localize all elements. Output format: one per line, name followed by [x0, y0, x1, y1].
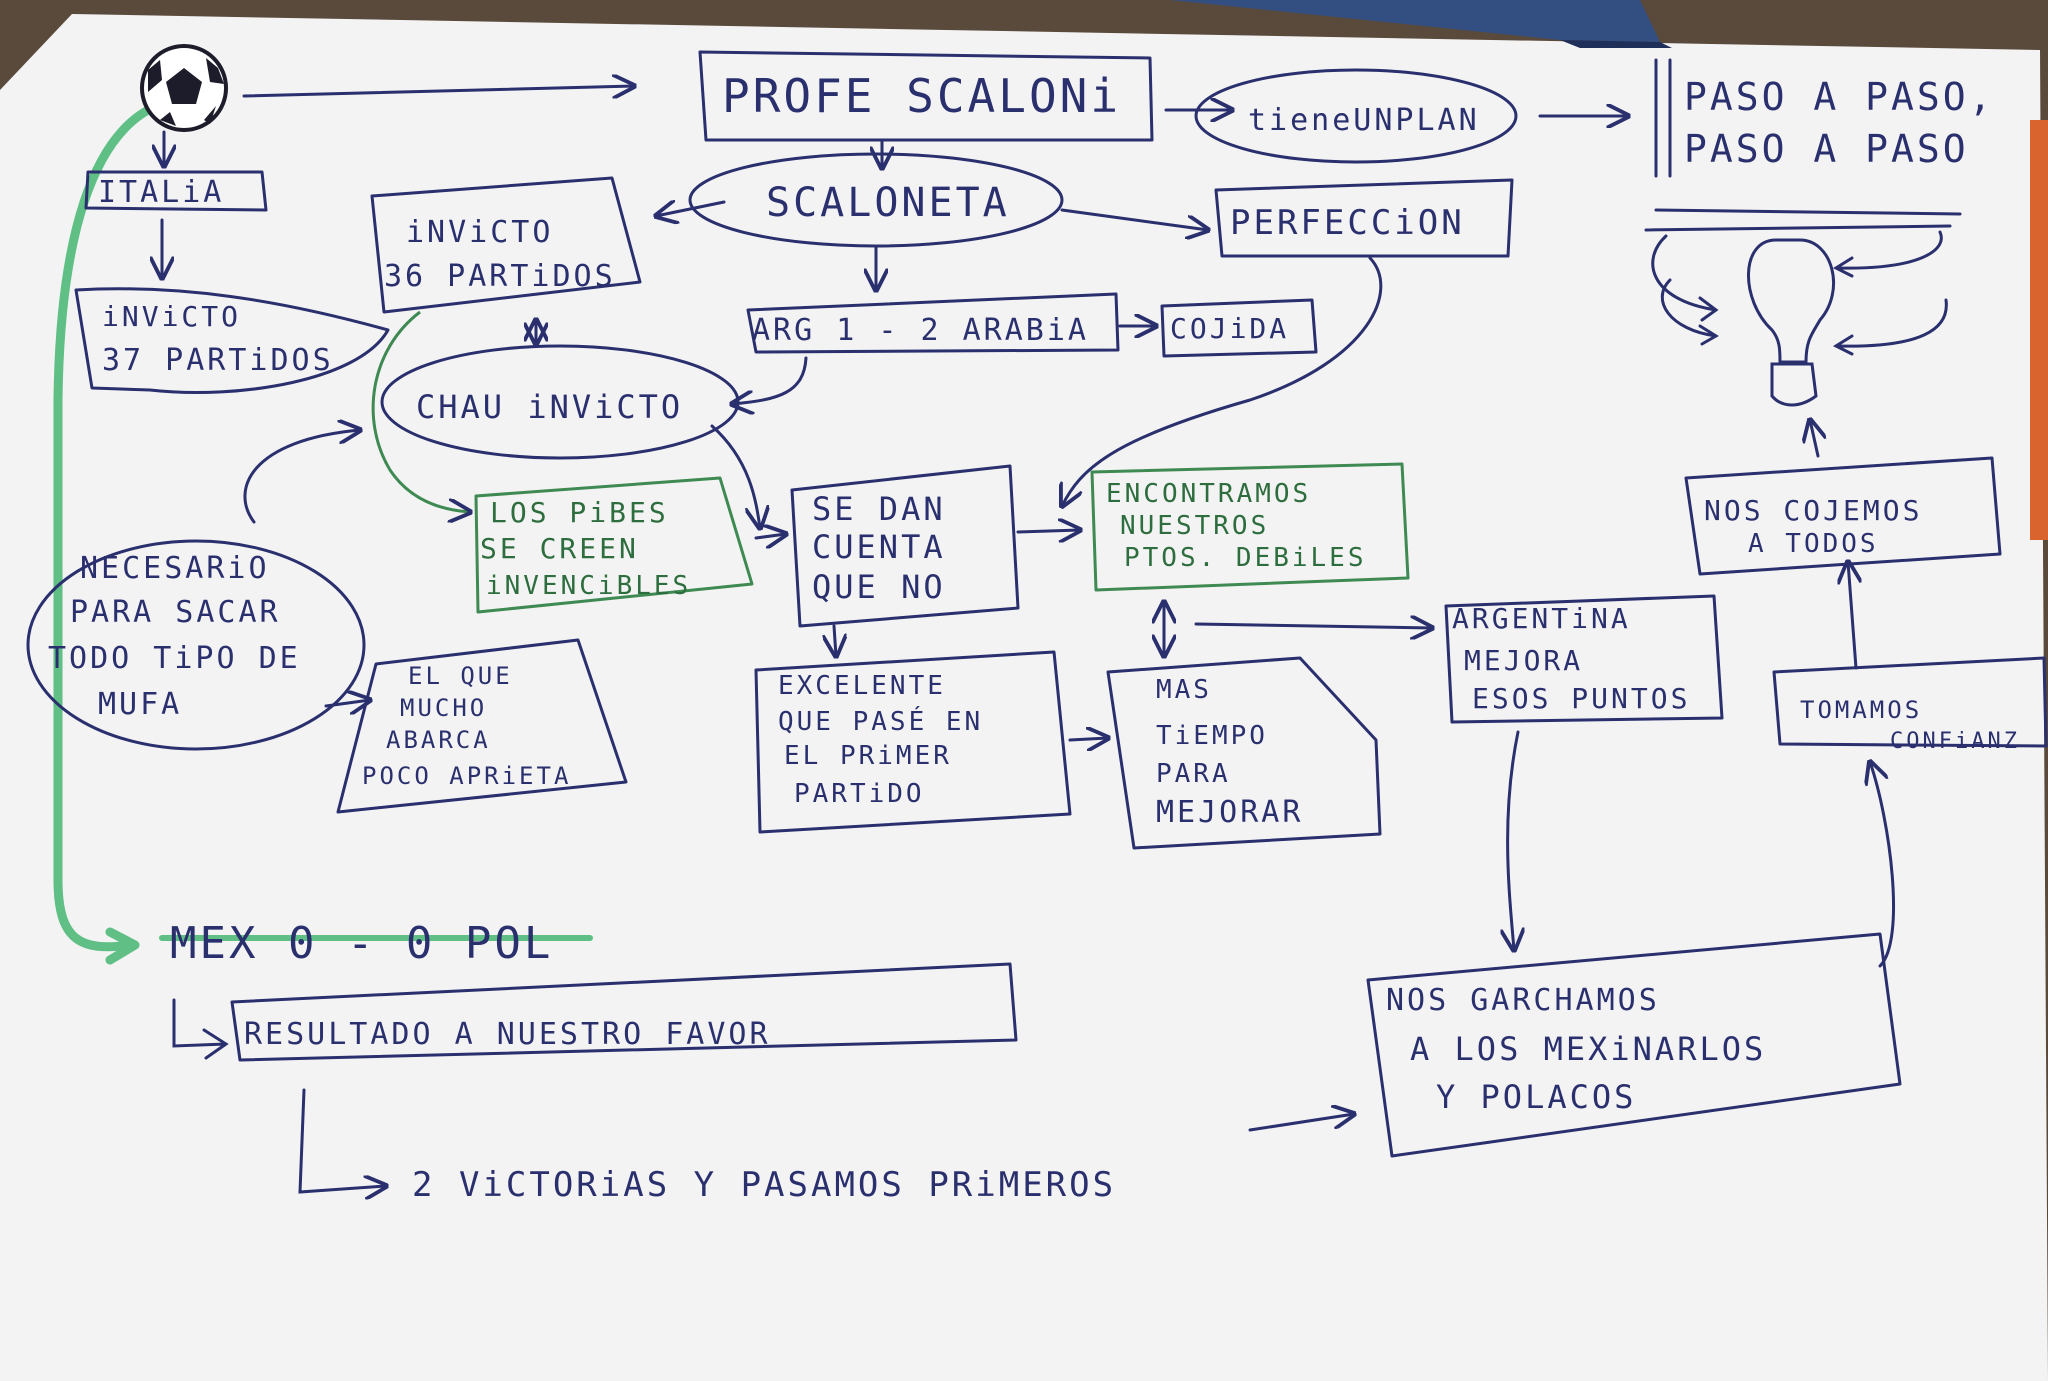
- encontramos-line-2: NUESTROS: [1120, 511, 1269, 541]
- encontramos-line-1: ENCONTRAMOS: [1106, 479, 1311, 509]
- elque-line-4: POCO APRiETA: [362, 762, 571, 790]
- chau-label: CHAU iNViCTO: [416, 388, 683, 426]
- invicto37-line-2: 37 PARTiDOS: [102, 343, 334, 378]
- necesario-line-4: MUFA: [98, 687, 182, 722]
- mas-line-4: MEJORAR: [1156, 795, 1303, 830]
- cojemos-box: [1684, 456, 2002, 576]
- profe-label: PROFE SCALONi: [722, 69, 1121, 123]
- pibes-line-3: iNVENCiBLES: [486, 571, 691, 601]
- invicto36-box: [370, 176, 642, 314]
- excelente-line-4: PARTiDO: [794, 779, 925, 809]
- connector-arrows: [162, 86, 1895, 1192]
- cojemos-line-2: A TODOS: [1748, 529, 1879, 559]
- excelente-line-2: QUE PASÉ EN: [778, 705, 983, 737]
- mas-line-3: PARA: [1156, 759, 1231, 789]
- mas-box: [1106, 656, 1382, 850]
- pen-icon: [1170, 0, 1672, 48]
- italia-label: ITALiA: [98, 175, 224, 210]
- argmejora-line-1: ARGENTiNA: [1452, 602, 1631, 635]
- sedan-box: [790, 464, 1020, 628]
- profe-box: [698, 50, 1154, 142]
- sedan-line-2: CUENTA: [812, 528, 946, 566]
- garcha-line-1: NOS GARCHAMOS: [1386, 983, 1660, 1018]
- lightbulb-head-icon: [1644, 208, 1962, 407]
- tomamos-line-1: TOMAMOS: [1800, 696, 1922, 724]
- arg-box: [746, 292, 1120, 354]
- cojida-box: [1160, 298, 1318, 358]
- pibes-box: [474, 476, 754, 614]
- pibes-line-2: SE CREEN: [480, 532, 639, 565]
- mex-label: MEX 0 - 0 POL: [170, 918, 553, 969]
- highlight-path: [53, 105, 153, 952]
- garcha-line-3: Y POLACOS: [1436, 1078, 1636, 1116]
- victorias-label: 2 ViCTORiAS Y PASAMOS PRiMEROS: [412, 1165, 1116, 1205]
- excelente-line-3: EL PRiMER: [784, 741, 952, 771]
- plan-label: tieneUNPLAN: [1248, 103, 1480, 138]
- invicto37-line-1: iNViCTO: [102, 300, 241, 333]
- perfeccion-label: PERFECCiON: [1230, 203, 1465, 243]
- plan-ellipse: [1194, 68, 1518, 164]
- mas-line-1: MAS: [1156, 675, 1212, 705]
- excelente-line-1: EXCELENTE: [778, 671, 946, 701]
- scaloneta-label: SCALONETA: [766, 180, 1010, 226]
- cojida-label: COJiDA: [1170, 312, 1289, 345]
- paper-sheet: [0, 14, 2048, 1381]
- garcha-box: [1366, 932, 1902, 1158]
- garcha-line-2: A LOS MEXiNARLOS: [1410, 1030, 1766, 1068]
- elque-line-2: MUCHO: [400, 694, 487, 722]
- necesario-line-3: TODO TiPO DE: [48, 641, 301, 676]
- tomamos-line-2: CONFiANZ: [1890, 729, 2020, 754]
- desk-object: [2030, 120, 2048, 540]
- elque-box: [336, 638, 628, 814]
- elque-line-3: ABARCA: [386, 726, 491, 754]
- arg-label: ARG 1 - 2 ARABiA: [752, 313, 1089, 348]
- sedan-line-3: QUE NO: [812, 568, 946, 606]
- necesario-ellipse: [26, 539, 366, 751]
- soccer-ball-icon: [140, 44, 228, 132]
- argmejora-line-3: ESOS PUNTOS: [1472, 682, 1690, 715]
- tomamos-box: [1772, 656, 2048, 748]
- invicto37-shape: [74, 287, 390, 394]
- sedan-line-1: SE DAN: [812, 490, 946, 528]
- necesario-line-2: PARA SACAR: [70, 595, 281, 630]
- necesario-line-1: NECESARiO: [80, 551, 270, 586]
- cojemos-line-1: NOS COJEMOS: [1704, 494, 1922, 527]
- mas-line-2: TiEMPO: [1156, 721, 1268, 751]
- paso-line-1: PASO A PASO,: [1684, 75, 1995, 119]
- excelente-box: [754, 650, 1072, 834]
- italia-box: [84, 170, 268, 212]
- encontramos-line-3: PTOS. DEBiLES: [1124, 543, 1367, 573]
- paso-bars: [1654, 58, 1672, 178]
- paso-line-2: PASO A PASO: [1684, 127, 1969, 171]
- green-connector: [371, 310, 470, 512]
- argmejora-box: [1444, 594, 1724, 724]
- invicto36-line-2: 36 PARTiDOS: [384, 259, 616, 294]
- resultado-box: [230, 962, 1018, 1062]
- encontramos-box: [1090, 462, 1410, 592]
- elque-line-1: EL QUE: [408, 662, 513, 690]
- argmejora-line-2: MEJORA: [1464, 644, 1583, 677]
- resultado-label: RESULTADO A NUESTRO FAVOR: [244, 1017, 771, 1052]
- invicto36-line-1: iNViCTO: [406, 215, 553, 250]
- pibes-line-1: LOS PiBES: [490, 496, 669, 529]
- highlight-arrowhead: [105, 927, 140, 965]
- perfeccion-box: [1214, 178, 1514, 258]
